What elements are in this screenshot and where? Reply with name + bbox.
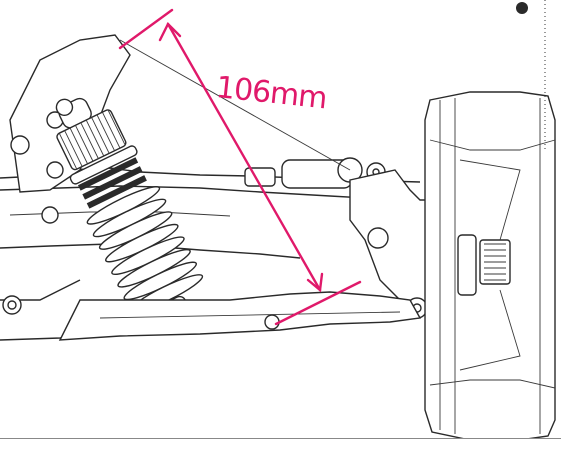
wheel [424,91,556,441]
lower-arm [58,291,422,341]
measurement-arrow [118,8,362,326]
corner-mark [516,2,528,14]
page-bottom-edge [0,438,561,449]
camber-link [119,39,386,189]
